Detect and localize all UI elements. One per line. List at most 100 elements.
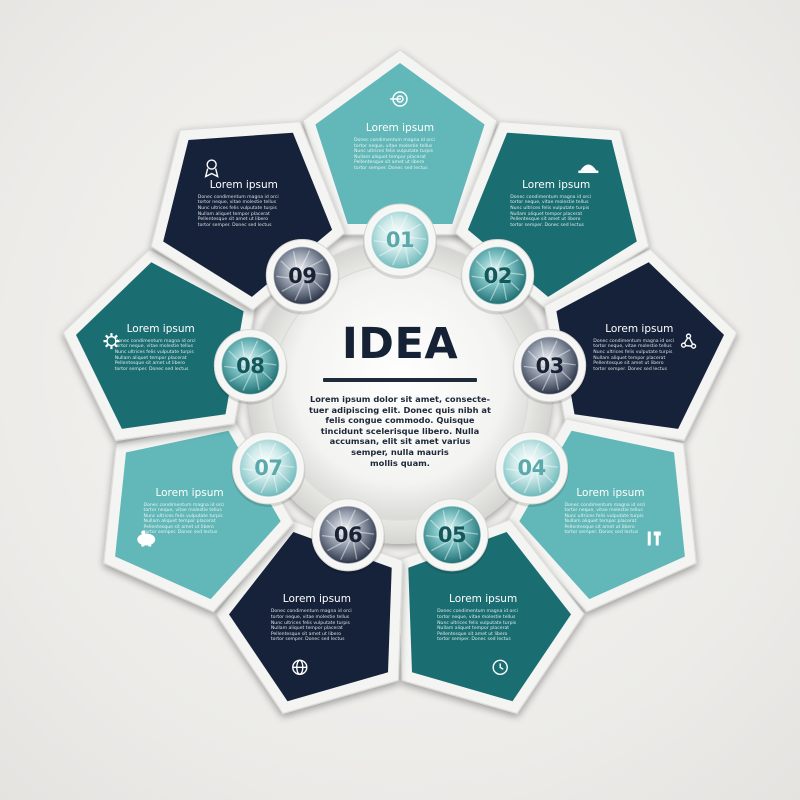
segment-panel [556,262,724,429]
center-title: IDEA [341,319,459,369]
segment-panel [408,532,571,702]
segment-text-line: Nullam aliquet tempor placerat [354,154,426,160]
center-text-line: accumsan, elit sit amet varius [329,436,471,447]
segment-text-line: Nunc ultrices felis vulputate turpis [114,349,194,355]
piggy-bank-icon [137,530,156,547]
segment-number: 04 [517,456,547,480]
segment-text-line: tortor semper. Donec sed lectus [510,222,584,228]
center-text-line: felis congue commodo. Quisque [325,415,475,426]
segment-text-line: Pellentesque sit amet ut libero [437,631,508,637]
segment-text-line: Pellentesque sit amet ut libero [564,524,635,530]
segment-text-line: Nunc ultrices felis vulputate turpis [564,513,644,519]
segment-text-line: Donec condimentum magna id orci [510,194,592,200]
center-text-line: Lorem ipsum dolor sit amet, consecte- [309,394,491,404]
segment-number: 08 [236,353,265,378]
number-badge [460,239,535,315]
center-text-line: tincidunt scelerisque libero. Nulla [320,425,480,436]
number-badge [414,498,489,574]
number-badge [494,431,569,507]
segment-text-line: tortor neque, vitae molestie tellus [197,200,277,206]
segment-text-line: Nunc ultrices felis vulputate turpis [437,620,517,626]
segment-title: Lorem ipsum [522,178,591,191]
segment-number: 03 [535,353,565,378]
number-badge [231,431,306,507]
award-icon [204,159,219,178]
segment-title: Lorem ipsum [365,122,435,134]
segment-text-line: Nunc ultrices felis vulputate turpis [197,206,277,212]
segment-text-line: Nullam aliquet tempor placerat [114,355,187,361]
segment-text-line: Nullam aliquet tempor placerat [437,626,510,632]
number-badge [265,239,340,315]
segment-text-line: Pellentesque sit amet ut libero [270,631,342,637]
segment-text-line: tortor semper. Donec sed lectus [593,366,667,372]
segment-title: Lorem ipsum [576,486,645,499]
number-badge [363,203,437,279]
segment-panel [229,532,392,702]
segment-number: 05 [437,522,467,547]
segment-number: 07 [254,456,283,480]
segment-title: Lorem ipsum [126,322,195,335]
segment-text-line: tortor neque, vitae molestie tellus [270,614,350,620]
segment-text-line: Nullam aliquet tempor placerat [270,626,343,632]
segment-text-line: tortor semper. Donec sed lectus [114,366,189,372]
segment-text-line: Nullam aliquet tempor placerat [564,519,637,525]
segment-text-line: Donec condimentum magna id orci [270,609,352,615]
segment-text-line: Donec condimentum magna id orci [197,194,279,200]
segment-text-line: tortor neque, vitae molestie tellus [593,344,672,350]
segment-text-line: tortor semper. Donec sed lectus [197,222,272,228]
segment-text-line: Donec condimentum magna id orci [143,502,225,508]
segment-title: Lorem ipsum [449,593,518,606]
center-description: Lorem ipsum dolor sit amet, consecte- tu… [300,394,500,468]
segment-text-line: tortor neque, vitae molestie tellus [437,614,516,620]
segment-text-line: tortor semper. Donec sed lectus [354,165,428,171]
segment-title: Lorem ipsum [209,178,278,191]
segment-text-line: tortor semper. Donec sed lectus [564,530,639,536]
segment-number: 09 [288,263,317,288]
segment-number: 01 [385,228,415,252]
segment-text-line: Nullam aliquet tempor placerat [593,355,666,361]
center-text-line: semper, nulla mauris [351,446,449,457]
segment-text-line: Pellentesque sit amet ut libero [143,524,214,530]
segment-text-line: Nunc ultrices felis vulputate turpis [593,349,673,355]
segment-text-line: Pellentesque sit amet ut libero [354,160,425,166]
segment-title: Lorem ipsum [605,322,674,335]
segment-number: 06 [333,522,363,547]
number-badge [213,329,288,405]
segment-text-line: Nullam aliquet tempor placerat [510,211,583,217]
segment-text-line: Nunc ultrices felis vulputate turpis [354,149,434,155]
gear-icon [103,333,120,350]
center-text-line: mollis quam. [370,457,430,468]
center-divider [323,378,477,382]
segment-text-line: Nunc ultrices felis vulputate turpis [510,206,590,212]
segment-text-line: Nullam aliquet tempor placerat [143,519,216,525]
center-idea-block: IDEA Lorem ipsum dolor sit amet, consect… [300,318,500,468]
globe-icon [292,659,308,676]
segment-text-line: Donec condimentum magna id orci [593,338,675,344]
segment-text-line: Donec condimentum magna id orci [564,502,646,508]
segment-text-line: tortor neque, vitae molestie tellus [564,508,643,514]
segment-text-line: Pellentesque sit amet ut libero [197,217,269,223]
segment-text-line: tortor neque, vitae molestie tellus [354,143,433,149]
segment-text-line: Donec condimentum magna id orci [437,609,518,615]
segment-text-line: tortor neque, vitae molestie tellus [114,344,193,350]
segment-text-line: Pellentesque sit amet ut libero [593,361,664,367]
segment-panel [315,63,485,224]
